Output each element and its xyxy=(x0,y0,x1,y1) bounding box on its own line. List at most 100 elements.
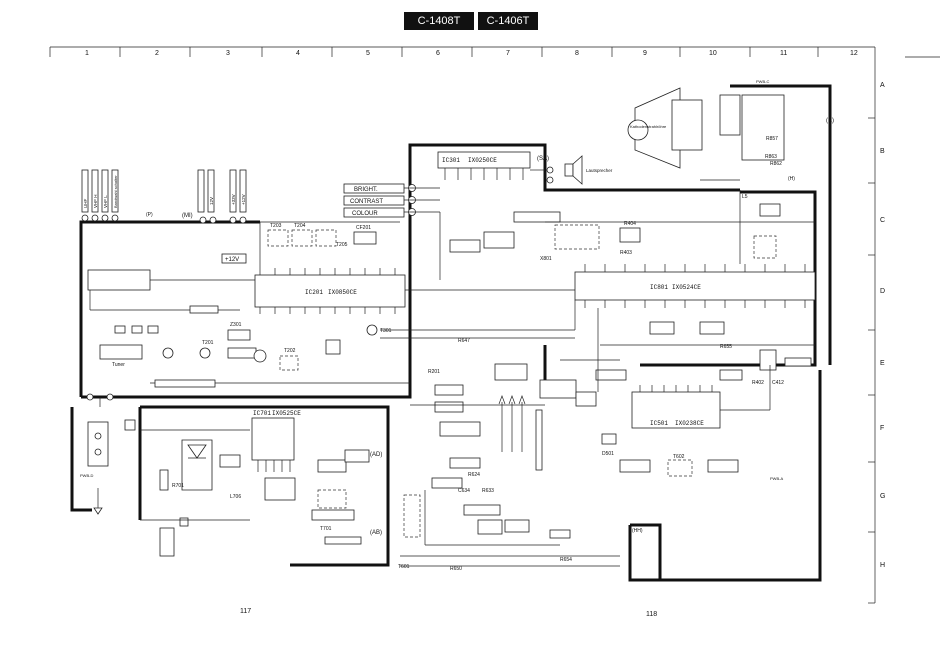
col-5: 5 xyxy=(366,50,370,57)
ic701-part: IX0525CE xyxy=(272,410,301,417)
col-2: 2 xyxy=(155,50,159,57)
r647-label: R647 xyxy=(458,338,470,344)
ic701-ref: IC701 xyxy=(253,410,271,417)
page-number-right: 118 xyxy=(646,611,657,618)
power-supply: PWB-D R701 L706 xyxy=(80,419,250,557)
t204-label: T204 xyxy=(294,223,306,229)
column-markers: 1 2 3 4 5 6 7 8 9 10 11 12 xyxy=(85,47,858,57)
wiring xyxy=(86,169,815,411)
rf-section: T201 T202 T301 R647 R201 xyxy=(150,324,470,388)
col-10: 10 xyxy=(709,50,717,57)
t201-label: T201 xyxy=(202,340,214,346)
c634-label: C634 xyxy=(458,488,470,494)
x801-label: X801 xyxy=(540,256,552,262)
deflection-section: R624 C634 R633 T601 R650 R654 (HH) xyxy=(398,363,643,572)
connector-k: (K) xyxy=(826,118,834,124)
col-7: 7 xyxy=(506,50,510,57)
connector-ab: (AB) xyxy=(370,530,382,536)
supply-12v-label: +12V xyxy=(225,257,239,263)
ic201-part: IX0850CE xyxy=(328,289,357,296)
sheet-border xyxy=(49,46,940,604)
r650-label: R650 xyxy=(450,566,462,572)
bright-label: BRIGHT. xyxy=(354,187,378,193)
col-4: 4 xyxy=(296,50,300,57)
row-b: B xyxy=(880,148,885,155)
connector-hh: (HH) xyxy=(632,528,643,534)
tuner-pin-vhf-h: VHF H xyxy=(93,195,98,209)
row-a: A xyxy=(880,82,885,89)
row-g: G xyxy=(880,493,885,500)
r201-label: R201 xyxy=(428,369,440,375)
connector-h: (H) xyxy=(788,176,795,182)
ic801-ref: IC801 xyxy=(650,284,668,291)
r412-label: R402 xyxy=(752,380,764,386)
colour-label: COLOUR xyxy=(352,211,378,217)
row-d: D xyxy=(880,288,885,295)
t602-label: T602 xyxy=(673,454,685,460)
l5-label: L5 xyxy=(742,194,748,200)
t301-label: T301 xyxy=(380,328,392,334)
col-12: 12 xyxy=(850,50,858,57)
tuner-label: Tuner xyxy=(112,362,125,368)
r862-label: R862 xyxy=(770,161,782,167)
t203-label: T203 xyxy=(270,223,282,229)
contrast-label: CONTRAST xyxy=(350,199,383,205)
r655-label: R655 xyxy=(720,344,732,350)
t202-label: T202 xyxy=(284,348,296,354)
page-number-left: 117 xyxy=(240,608,251,615)
d501-label: D501 xyxy=(602,451,614,457)
ic501: IC501 IX0238CE R402 C412 T602 PWB-A D501 xyxy=(595,369,784,481)
r863-label: R863 xyxy=(765,154,777,160)
connector-sa: (SA) xyxy=(537,156,549,162)
supply-pin-12v: 12V xyxy=(209,197,214,205)
pwb-c-label: PWB-C xyxy=(756,79,769,84)
col-3: 3 xyxy=(226,50,230,57)
ic501-ref: IC501 xyxy=(650,420,668,427)
ic201-ref: IC201 xyxy=(305,289,323,296)
connector-p: (P) xyxy=(146,212,153,218)
speaker-label: Lautsprecher xyxy=(586,168,613,173)
speaker: (SA) Lautsprecher xyxy=(537,155,613,185)
picture-controls: BRIGHT. CONTRAST COLOUR xyxy=(343,183,440,218)
r633-label: R633 xyxy=(482,488,494,494)
col-11: 11 xyxy=(780,50,787,57)
ic301-part: IX0250CE xyxy=(468,157,497,164)
if-transformers: T203 T204 T205 CF201 Z301 xyxy=(227,223,377,341)
row-h: H xyxy=(880,562,885,569)
tuner-pin-uhf: UHF xyxy=(83,199,88,208)
r404-label: R404 xyxy=(624,221,636,227)
r403-label: R403 xyxy=(620,250,632,256)
col-8: 8 xyxy=(575,50,579,57)
c412-label: C412 xyxy=(772,380,784,386)
row-markers: A B C D E F G H xyxy=(868,82,885,569)
tuner-pin-band: Bandwahl schalter xyxy=(113,175,118,208)
connector-ad: (AD) xyxy=(370,452,382,458)
ic501-part: IX0238CE xyxy=(675,420,704,427)
model-label-right: C-1406T xyxy=(478,12,538,30)
crt-tube: Kathodenstrahlröhre PWB-C R857 R862 R863… xyxy=(627,79,834,182)
r624-label: R624 xyxy=(468,472,480,478)
supply-pin-33v: +33V xyxy=(231,194,236,205)
ic701: IC701 IX0525CE T701 (AD) (AB) xyxy=(251,410,382,545)
pwb-d-label: PWB-D xyxy=(80,473,93,478)
z301-label: Z301 xyxy=(230,322,242,328)
row-c: C xyxy=(880,217,885,224)
ic301-ref: IC301 xyxy=(442,157,460,164)
ic301: IC301 IX0250CE xyxy=(437,151,531,253)
t601-label: T601 xyxy=(398,564,410,570)
col-9: 9 xyxy=(643,50,647,57)
crt-label: Kathodenstrahlröhre xyxy=(630,124,667,129)
t701-label: T701 xyxy=(320,526,332,532)
tuner-pin-vhf-l: VHF L xyxy=(103,195,108,208)
t205-label: T205 xyxy=(336,242,348,248)
supply-pin-plus12v: +12V xyxy=(241,194,246,205)
ic801: IC801 IX0524CE X801 R404 R403 L5 xyxy=(513,194,816,371)
col-1: 1 xyxy=(85,50,89,57)
row-e: E xyxy=(880,360,885,367)
cf201-label: CF201 xyxy=(356,225,371,231)
r701-label: R701 xyxy=(172,483,184,489)
l706-label: L706 xyxy=(230,494,241,500)
tuner-block: Tuner xyxy=(87,269,240,368)
model-label-left: C-1408T xyxy=(404,12,474,30)
pwb-a-label: PWB-A xyxy=(770,476,783,481)
